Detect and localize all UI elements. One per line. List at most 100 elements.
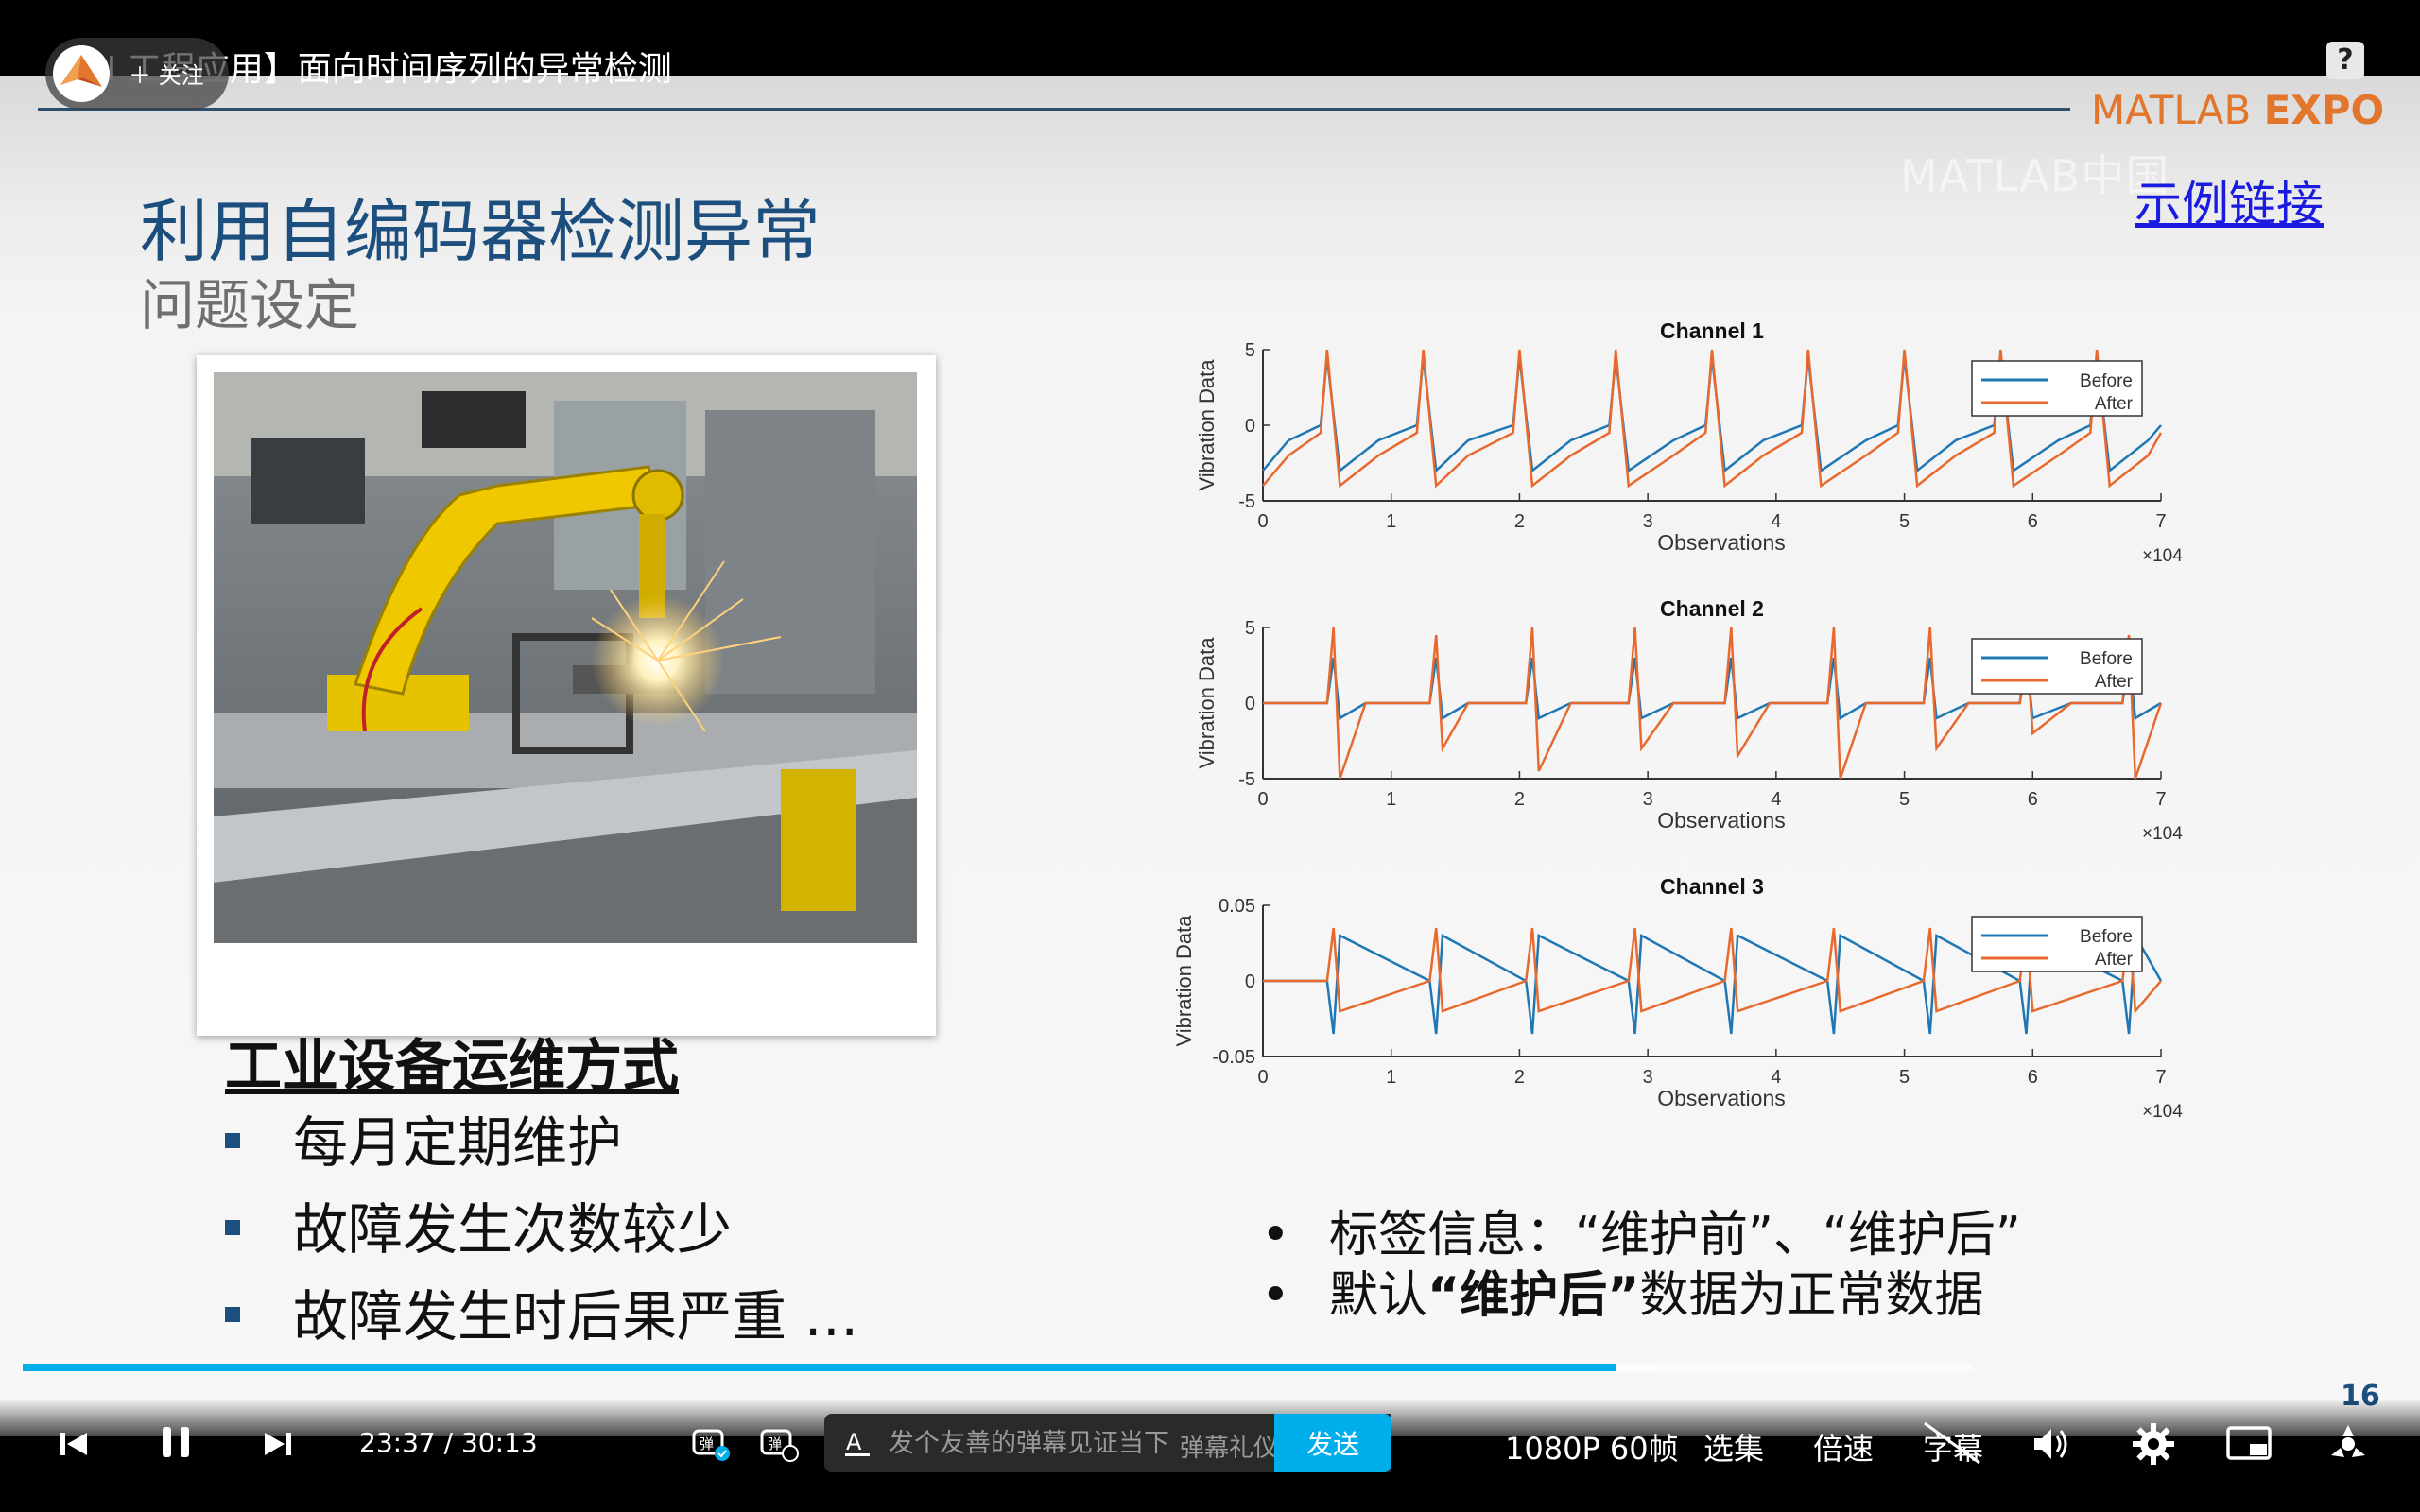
- help-icon[interactable]: ?: [2326, 42, 2364, 79]
- bullet-item: 故障发生时后果严重 …: [225, 1272, 858, 1351]
- example-link[interactable]: 示例链接: [2135, 177, 2324, 232]
- y-tick-label: 5: [1245, 618, 1255, 639]
- x-multiplier-label: ×104: [2142, 824, 2183, 844]
- note-text: 标签信息：“维护前”、“维护后”: [1329, 1207, 2021, 1263]
- x-tick-label: 6: [2028, 1067, 2038, 1088]
- x-axis-label: Observations: [1657, 1086, 1786, 1110]
- follow-button[interactable]: ＋ 关注: [45, 38, 229, 110]
- bullet-text: 故障发生时后果严重 …: [293, 1284, 859, 1349]
- x-multiplier-label: ×104: [2142, 546, 2183, 566]
- send-button[interactable]: 发送: [1274, 1414, 1392, 1472]
- svg-text:弹: 弹: [768, 1435, 782, 1452]
- series-line-before: [1263, 931, 2163, 1035]
- y-tick-label: 0: [1245, 694, 1255, 714]
- legend-label: After: [2095, 394, 2134, 414]
- chart-title: Channel 2: [1660, 596, 1764, 621]
- legend-label: Before: [2080, 649, 2133, 669]
- x-tick-label: 6: [2028, 511, 2038, 532]
- x-tick-label: 6: [2028, 789, 2038, 810]
- slide-subtitle: 问题设定: [140, 273, 360, 337]
- x-tick-label: 1: [1386, 1067, 1396, 1088]
- x-axis-label: Observations: [1657, 808, 1786, 833]
- y-tick-label: -5: [1238, 769, 1255, 790]
- x-tick-label: 7: [2155, 511, 2166, 532]
- x-multiplier-label: ×104: [2142, 1102, 2183, 1122]
- legend-label: After: [2095, 950, 2134, 970]
- danmaku-settings-icon[interactable]: 弹: [758, 1423, 800, 1465]
- bullet-marker: [225, 1219, 240, 1235]
- progress-bar[interactable]: [23, 1364, 1972, 1371]
- settings-gear-icon[interactable]: [2131, 1421, 2176, 1467]
- time-current: 23:37: [359, 1427, 436, 1458]
- slide: MATLAB EXPO MATLAB中国 示例链接 利用自编码器检测异常 问题设…: [0, 76, 2420, 1436]
- volume-icon[interactable]: [2031, 1423, 2074, 1465]
- note-item: •标签信息：“维护前”、“维护后”: [1261, 1207, 2021, 1263]
- next-icon[interactable]: [259, 1425, 297, 1463]
- note-text-post: 数据为正常数据: [1639, 1267, 1984, 1324]
- bullet-marker: [225, 1132, 240, 1148]
- x-tick-label: 3: [1643, 1067, 1653, 1088]
- bullet-text: 每月定期维护: [293, 1110, 623, 1175]
- chart-legend: [1971, 916, 2143, 972]
- subtitle-off-icon: [1924, 1421, 1980, 1465]
- y-tick-label: -0.05: [1212, 1047, 1255, 1068]
- robot-photo-frame: [197, 355, 936, 1036]
- legend-label: Before: [2080, 927, 2133, 947]
- time-total: 30:13: [460, 1427, 538, 1458]
- danmaku-toggle-icon[interactable]: 弹: [690, 1423, 732, 1465]
- chart-title: Channel 3: [1660, 874, 1764, 899]
- x-tick-label: 0: [1257, 511, 1268, 532]
- series-line-after: [1262, 349, 2163, 489]
- y-axis-label: Vibration Data: [1195, 359, 1219, 491]
- follow-label: ＋ 关注: [129, 62, 204, 89]
- y-axis-label: Vibration Data: [1172, 915, 1196, 1047]
- x-tick-label: 1: [1386, 511, 1396, 532]
- x-tick-label: 2: [1514, 789, 1525, 810]
- bullet-marker: [225, 1306, 240, 1322]
- x-tick-label: 2: [1514, 511, 1525, 532]
- x-tick-label: 7: [2155, 1067, 2166, 1088]
- previous-icon[interactable]: [55, 1425, 93, 1463]
- y-tick-label: -5: [1238, 491, 1255, 512]
- x-tick-label: 0: [1257, 789, 1268, 810]
- quality-selector[interactable]: 1080P 60帧: [1505, 1431, 1679, 1467]
- pause-icon[interactable]: [157, 1421, 195, 1463]
- progress-played: [23, 1364, 1616, 1371]
- episodes-button[interactable]: 选集: [1703, 1431, 1765, 1467]
- speed-button[interactable]: 倍速: [1813, 1431, 1875, 1467]
- section-heading: 工业设备运维方式: [225, 1034, 679, 1100]
- bullet-item: 故障发生次数较少: [225, 1185, 732, 1264]
- subtitle-button[interactable]: 字幕: [1923, 1431, 1984, 1467]
- x-tick-label: 5: [1899, 511, 1910, 532]
- note-item: •默认“维护后”数据为正常数据: [1261, 1267, 1984, 1324]
- x-tick-label: 5: [1899, 1067, 1910, 1088]
- chart-legend: [1971, 638, 2143, 695]
- slide-title: 利用自编码器检测异常: [140, 192, 821, 271]
- svg-text:弹: 弹: [700, 1435, 714, 1452]
- y-tick-label: 0: [1245, 416, 1255, 437]
- x-tick-label: 5: [1899, 789, 1910, 810]
- x-tick-label: 4: [1771, 789, 1781, 810]
- channel-watermark: MATLAB中国: [1900, 150, 2170, 201]
- svg-text:A: A: [846, 1429, 862, 1455]
- x-tick-label: 4: [1771, 1067, 1781, 1088]
- bullet-item: 每月定期维护: [225, 1098, 622, 1177]
- y-tick-label: 0: [1245, 971, 1255, 992]
- x-tick-label: 0: [1257, 1067, 1268, 1088]
- x-tick-label: 7: [2155, 789, 2166, 810]
- welding-robot-image: [214, 372, 917, 943]
- fullscreen-icon[interactable]: [2324, 1419, 2373, 1469]
- x-tick-label: 3: [1643, 511, 1653, 532]
- y-axis-label: Vibration Data: [1195, 637, 1219, 769]
- x-tick-label: 2: [1514, 1067, 1525, 1088]
- slide-header-rule: [38, 108, 2070, 111]
- avatar[interactable]: [53, 45, 110, 102]
- danmaku-style-icon[interactable]: A: [843, 1429, 872, 1457]
- picture-in-picture-icon[interactable]: [2225, 1423, 2273, 1465]
- legend-label: Before: [2080, 371, 2133, 391]
